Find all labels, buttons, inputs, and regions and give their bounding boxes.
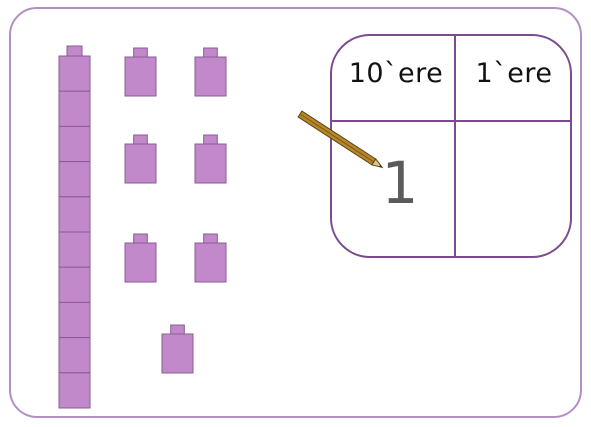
rod-segment [58, 301, 91, 339]
rod-segment [58, 372, 91, 409]
header-divider [330, 120, 570, 122]
rod-segment [58, 231, 91, 268]
rod-segment [58, 161, 91, 198]
unit-cube [124, 134, 157, 184]
unit-cube [124, 47, 157, 97]
column-divider [454, 34, 456, 256]
rod-segment [58, 337, 91, 374]
place-value-chart: 10`ere 1`ere 1 [330, 34, 572, 258]
unit-cube [124, 233, 157, 283]
unit-cube [194, 134, 227, 184]
tens-value: 1 [381, 149, 419, 217]
unit-cube [161, 324, 194, 374]
ten-rod [58, 45, 91, 409]
workspace-board [9, 7, 582, 418]
unit-cube [194, 47, 227, 97]
rod-segment [58, 90, 91, 127]
rod-segment [58, 125, 91, 163]
rod-segment [58, 266, 91, 303]
unit-cube [194, 233, 227, 283]
tens-header: 10`ere [348, 58, 444, 89]
rod-segment [58, 196, 91, 233]
ones-header: 1`ere [475, 58, 553, 89]
rod-segment [58, 55, 91, 92]
